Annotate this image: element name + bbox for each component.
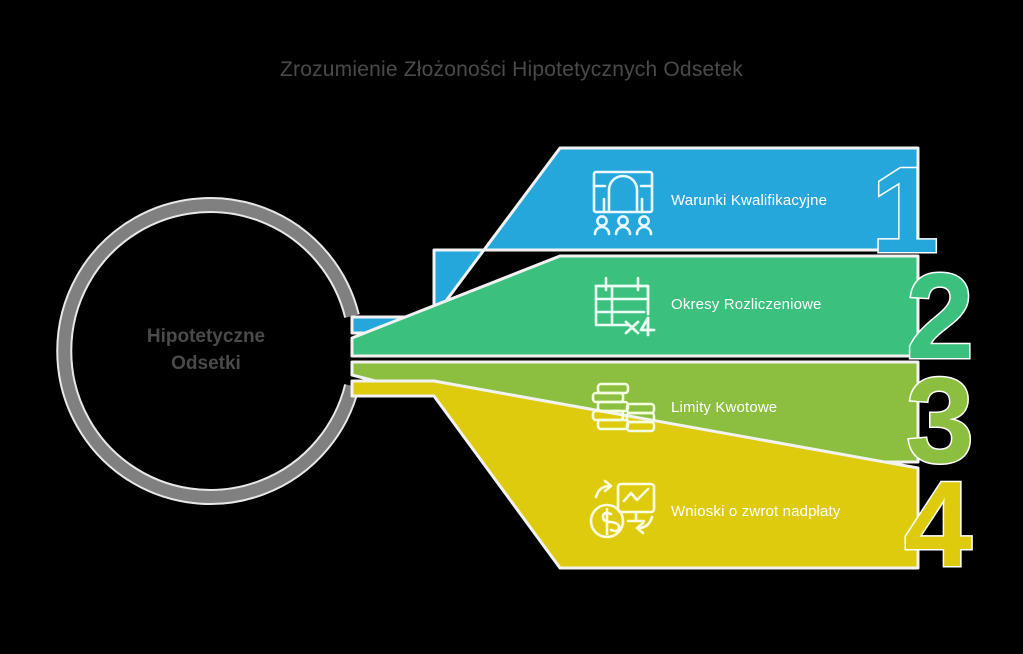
- row-label-1: Warunki Kwalifikacyjne: [671, 192, 828, 209]
- step-number-1: 1: [870, 141, 941, 280]
- row-label-4: Wnioski o zwrot nadpłaty: [671, 503, 841, 520]
- step-number-2-text: 2: [906, 248, 974, 384]
- calendar-x4-icon: [594, 276, 656, 337]
- step-number-4-text: 4: [904, 456, 972, 592]
- step-number-4: 4: [903, 455, 974, 594]
- bank-building-people-icon: [592, 170, 654, 236]
- hub-ring: [58, 199, 358, 503]
- refund-monitor-dollar-icon: [589, 479, 656, 539]
- hub-circle: [56, 197, 360, 505]
- step-number-1-text: 1: [871, 142, 939, 278]
- step-number-3: 3: [905, 351, 976, 490]
- funnel-band-2: [350, 254, 920, 358]
- step-number-3-text: 3: [906, 352, 974, 488]
- row-label-3: Limity Kwotowe: [671, 399, 778, 416]
- hub-label-line-1: Hipotetyczne: [146, 326, 266, 347]
- funnel-band-4: [350, 379, 920, 570]
- row-label-2: Okresy Rozliczeniowe: [671, 296, 822, 313]
- page-title: Zrozumienie Złożoności Hipotetycznych Od…: [279, 58, 744, 81]
- band-shape-2: [350, 254, 920, 358]
- hub-label-line-2: Odsetki: [171, 352, 241, 374]
- coin-stacks-icon: [591, 382, 656, 433]
- band-shape-4: [350, 379, 920, 570]
- step-number-2: 2: [905, 247, 976, 386]
- hub-center-label: Hipotetyczne Odsetki: [62, 324, 350, 378]
